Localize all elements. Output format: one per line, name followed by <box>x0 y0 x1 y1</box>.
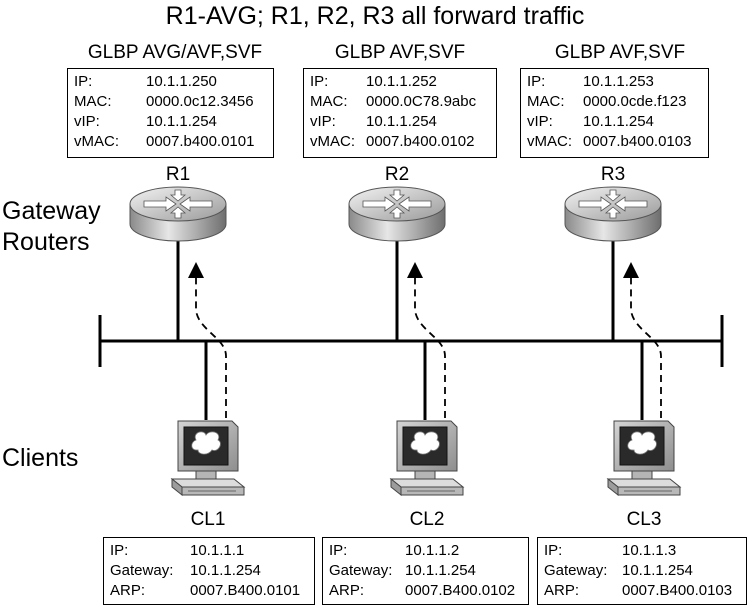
client-cl2-name: CL2 <box>409 509 445 530</box>
client-cl3-icon <box>607 420 681 496</box>
client-cl1-icon <box>171 420 245 496</box>
clients-label: Clients <box>2 444 79 472</box>
traffic-path-cl1-r1 <box>195 275 227 418</box>
arrow-head-r3 <box>623 262 639 278</box>
router-r2-name: R2 <box>384 164 410 185</box>
router-r3-name: R3 <box>600 164 626 185</box>
router-r3-info-box: IP:10.1.1.253 MAC:0000.0cde.f123 vIP:10.… <box>520 68 709 158</box>
client-cl1-name: CL1 <box>190 509 226 530</box>
router-r1-role: GLBP AVG/AVF,SVF <box>87 42 263 63</box>
router-r2-role: GLBP AVF,SVF <box>334 42 466 63</box>
gateway-routers-label: Gateway Routers <box>2 197 101 256</box>
router-r2-icon <box>348 186 446 242</box>
client-cl3-info-box: IP:10.1.1.3 Gateway:10.1.1.254 ARP:0007.… <box>537 537 747 605</box>
router-r3-role: GLBP AVF,SVF <box>554 42 686 63</box>
traffic-path-cl3-r3 <box>630 275 662 418</box>
arrow-head-r1 <box>188 262 204 278</box>
router-r3-icon <box>564 186 662 242</box>
router-r1-name: R1 <box>165 164 191 185</box>
diagram-title: R1-AVG; R1, R2, R3 all forward traffic <box>165 2 585 30</box>
router-r1-info-box: IP:10.1.1.250 MAC:0000.0c12.3456 vIP:10.… <box>67 68 274 158</box>
router-r2-info-box: IP:10.1.1.252 MAC:0000.0C78.9abc vIP:10.… <box>303 68 497 158</box>
client-cl2-icon <box>390 420 464 496</box>
arrow-head-r2 <box>407 262 423 278</box>
client-cl2-info-box: IP:10.1.1.2 Gateway:10.1.1.254 ARP:0007.… <box>322 537 529 605</box>
client-cl3-name: CL3 <box>626 509 662 530</box>
router-r1-icon <box>129 186 227 242</box>
traffic-path-cl2-r2 <box>414 275 446 418</box>
client-cl1-info-box: IP:10.1.1.1 Gateway:10.1.1.254 ARP:0007.… <box>103 537 315 605</box>
